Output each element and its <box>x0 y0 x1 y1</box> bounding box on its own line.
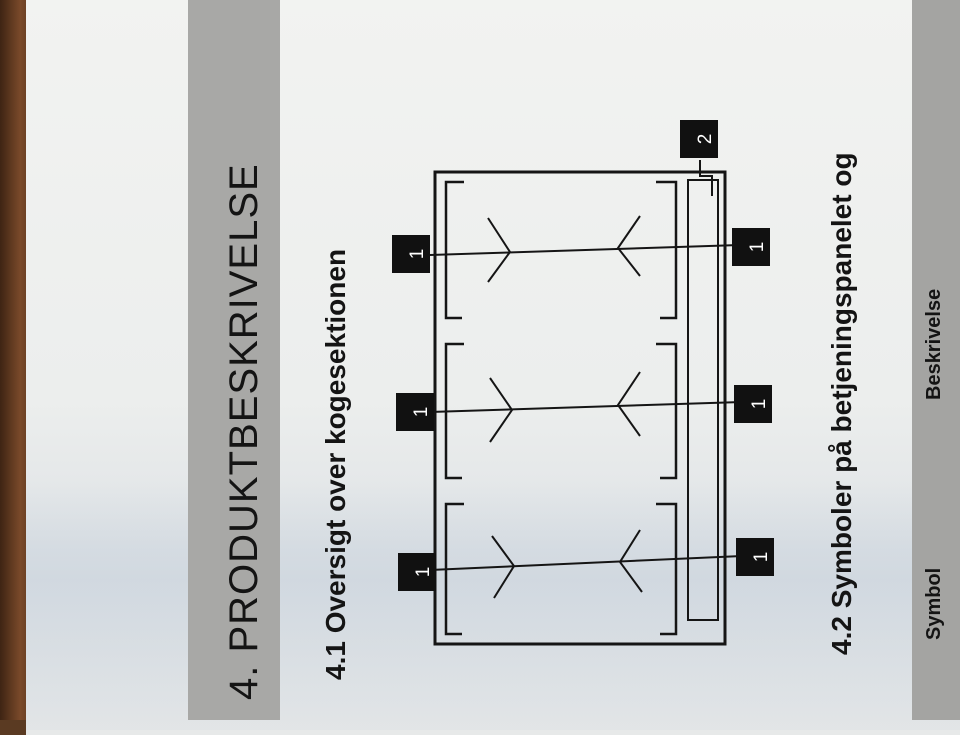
svg-text:1: 1 <box>411 407 432 418</box>
subsection-heading-symbols: 4.2 Symboler på betjeningspanelet og <box>826 152 857 655</box>
svg-text:1: 1 <box>749 399 770 410</box>
callout-badge-2: 2 <box>680 120 718 158</box>
svg-text:1: 1 <box>747 242 768 253</box>
svg-text:1: 1 <box>407 249 428 260</box>
callout-badge-1: 1 <box>732 228 770 266</box>
manual-page <box>26 0 960 735</box>
table-header-symbol: Symbol <box>923 567 945 640</box>
table-header-description: Beskrivelse <box>923 288 945 400</box>
cooktop-diagram: 1 1 1 1 1 1 2 <box>392 120 774 646</box>
hob-outline <box>433 170 727 646</box>
svg-text:2: 2 <box>695 134 716 145</box>
table-header-bar <box>912 0 960 720</box>
callout-badge-1: 1 <box>396 393 434 431</box>
cooking-zone-brackets <box>444 180 678 636</box>
section-banner <box>188 0 280 720</box>
control-panel-strip <box>687 179 719 621</box>
callout-badge-1: 1 <box>736 538 774 576</box>
callout-badge-1: 1 <box>734 385 772 423</box>
zone-indicators <box>429 160 743 599</box>
callout-badge-1: 1 <box>398 553 436 591</box>
svg-text:1: 1 <box>751 552 772 563</box>
svg-text:1: 1 <box>413 567 434 578</box>
callout-badge-1: 1 <box>392 235 430 273</box>
